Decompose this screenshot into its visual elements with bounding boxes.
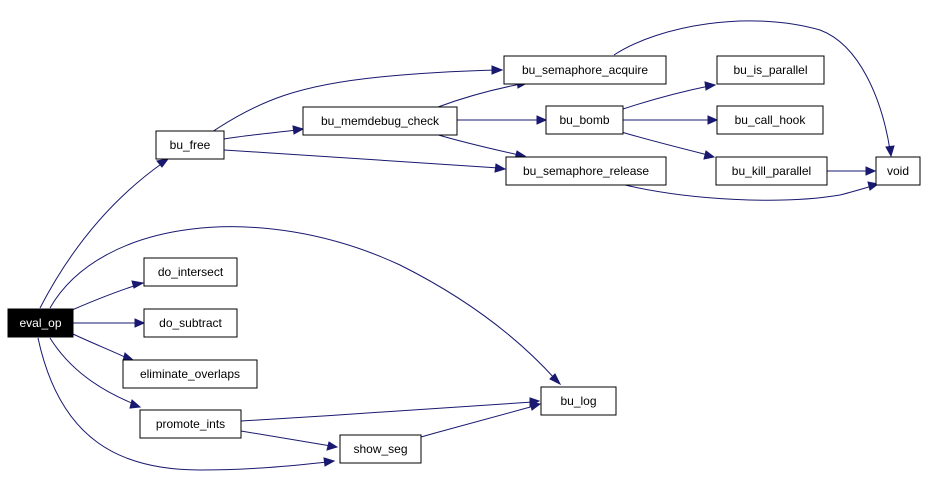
node-bu-free-label: bu_free: [170, 138, 211, 152]
node-bu-memdebug-check-label: bu_memdebug_check: [321, 114, 440, 128]
node-do-intersect[interactable]: do_intersect: [143, 257, 238, 287]
edge-bu-free-to-bu-memdebug-check: [223, 125, 305, 140]
call-graph-edges: [37, 20, 895, 471]
node-eval-op[interactable]: eval_op: [7, 308, 74, 338]
edge-promote-ints-to-show-seg: [240, 430, 339, 451]
node-bu-call-hook-label: bu_call_hook: [735, 113, 807, 127]
node-bu-is-parallel[interactable]: bu_is_parallel: [716, 55, 825, 85]
edge-bu-memdebug-check-to-bu-semaphore-release: [434, 133, 527, 160]
edge-eval-op-to-show-seg: [37, 337, 336, 471]
node-eliminate-overlaps[interactable]: eliminate_overlaps: [122, 359, 258, 389]
node-void-label: void: [887, 164, 909, 178]
node-bu-bomb-label: bu_bomb: [559, 113, 609, 127]
node-bu-log[interactable]: bu_log: [540, 386, 617, 416]
edge-bu-bomb-to-bu-is-parallel: [619, 81, 717, 111]
edge-show-seg-to-bu-log: [420, 401, 542, 438]
edge-eval-op-to-promote-ints: [49, 337, 142, 409]
edge-bu-bomb-to-bu-call-hook: [623, 115, 719, 125]
edge-bu-kill-parallel-to-void: [827, 166, 877, 176]
node-bu-call-hook[interactable]: bu_call_hook: [716, 105, 824, 135]
node-bu-semaphore-acquire-label: bu_semaphore_acquire: [522, 63, 648, 77]
edge-promote-ints-to-bu-log: [240, 397, 541, 422]
edge-eval-op-to-do-intersect: [71, 280, 145, 311]
edge-bu-bomb-to-bu-kill-parallel: [617, 130, 716, 160]
node-promote-ints-label: promote_ints: [156, 417, 225, 431]
node-bu-kill-parallel[interactable]: bu_kill_parallel: [715, 156, 828, 186]
node-do-intersect-label: do_intersect: [158, 265, 224, 279]
node-bu-is-parallel-label: bu_is_parallel: [733, 63, 807, 77]
edge-eval-op-to-do-subtract: [73, 318, 146, 328]
call-graph-nodes: eval_op bu_free bu_memdebug_check bu_sem…: [7, 55, 921, 464]
node-do-subtract[interactable]: do_subtract: [143, 308, 238, 338]
node-bu-kill-parallel-label: bu_kill_parallel: [732, 164, 811, 178]
node-bu-bomb[interactable]: bu_bomb: [545, 105, 624, 135]
node-bu-memdebug-check[interactable]: bu_memdebug_check: [302, 106, 458, 136]
node-show-seg-label: show_seg: [353, 442, 407, 456]
edge-eval-op-to-eliminate-overlaps: [72, 333, 135, 362]
edge-eval-op-to-bu-free: [39, 158, 170, 309]
node-do-subtract-label: do_subtract: [159, 316, 222, 330]
node-bu-semaphore-release[interactable]: bu_semaphore_release: [505, 156, 667, 186]
edge-bu-free-to-bu-semaphore-acquire: [211, 65, 504, 133]
node-bu-semaphore-release-label: bu_semaphore_release: [523, 164, 649, 178]
node-bu-semaphore-acquire[interactable]: bu_semaphore_acquire: [503, 55, 667, 85]
edge-bu-memdebug-check-to-bu-bomb: [457, 115, 548, 125]
node-show-seg[interactable]: show_seg: [339, 434, 422, 464]
node-eval-op-label: eval_op: [19, 316, 61, 330]
node-promote-ints[interactable]: promote_ints: [139, 409, 242, 439]
node-bu-free[interactable]: bu_free: [155, 130, 225, 160]
edge-eval-op-to-bu-log: [49, 226, 562, 386]
node-void[interactable]: void: [875, 156, 921, 186]
edge-bu-free-to-bu-semaphore-release: [223, 149, 507, 173]
node-bu-log-label: bu_log: [560, 394, 596, 408]
edge-bu-semaphore-acquire-to-void: [613, 20, 895, 158]
node-eliminate-overlaps-label: eliminate_overlaps: [140, 367, 240, 381]
